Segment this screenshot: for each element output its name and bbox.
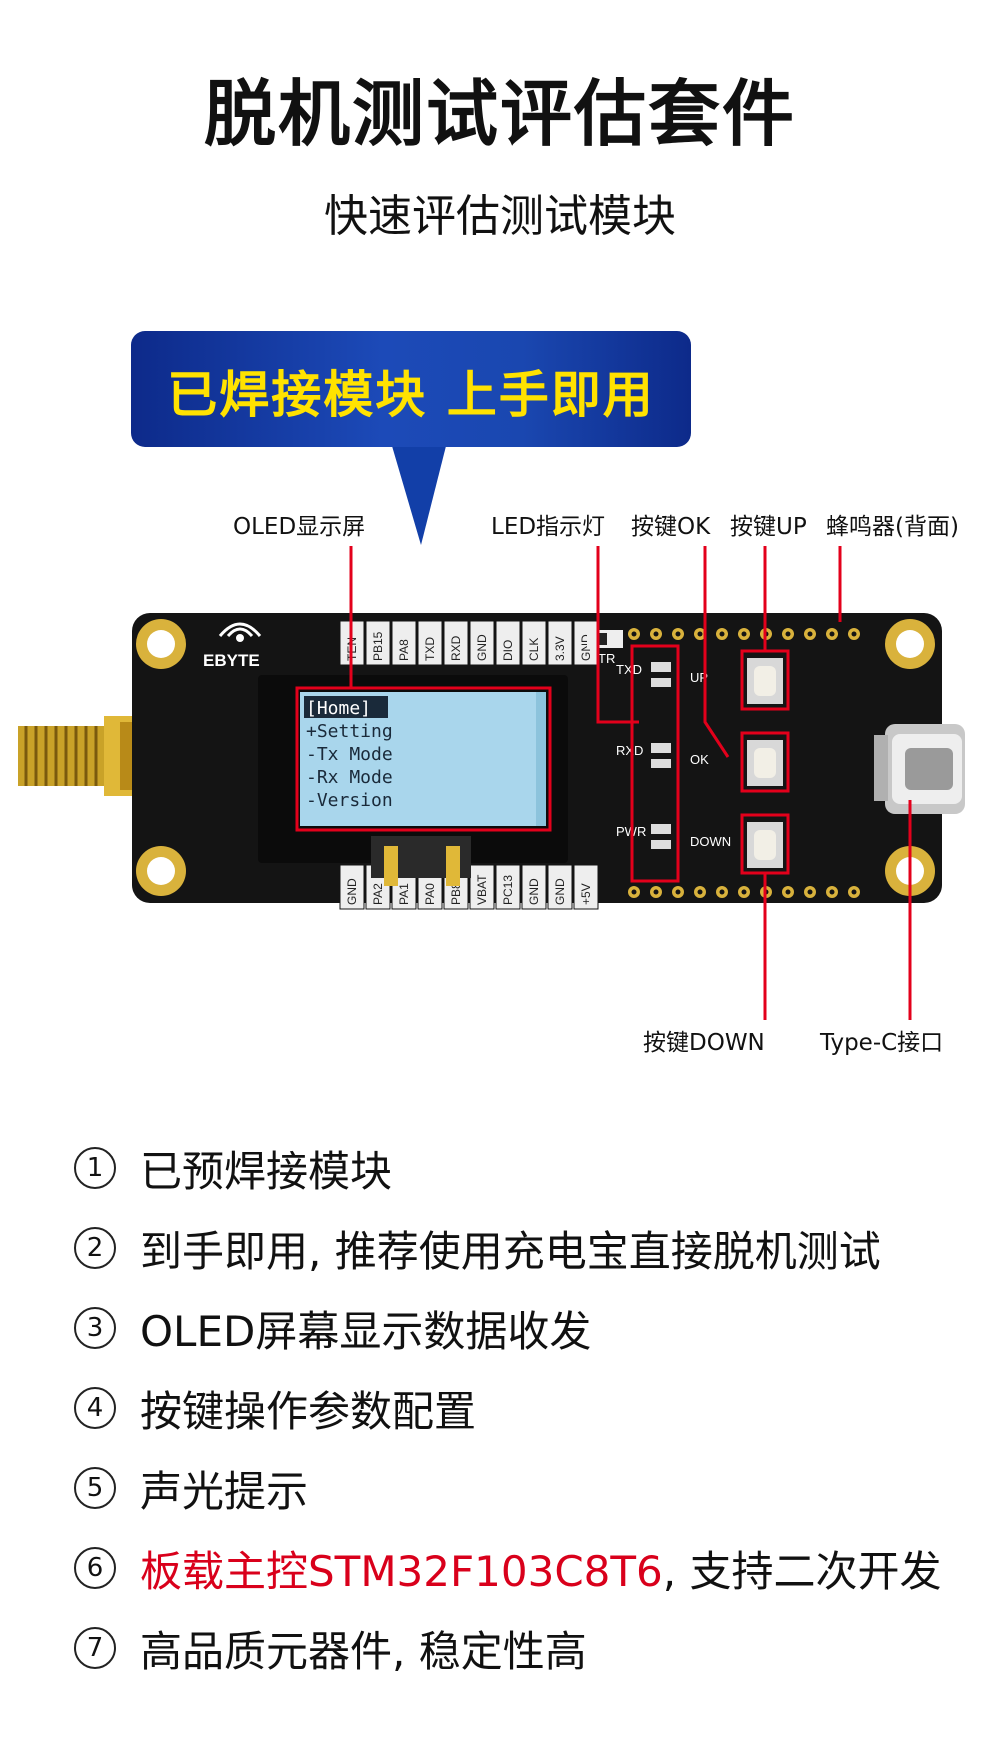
header-pin bbox=[339, 864, 365, 910]
key-ok-callout-label: 按键OK bbox=[631, 514, 711, 540]
ebyte-logo: EBYTE bbox=[203, 622, 262, 670]
pin-label: GND bbox=[553, 878, 567, 905]
oled-menu-line: -Tx Mode bbox=[306, 744, 393, 765]
callout-lines bbox=[295, 546, 912, 1020]
led-component bbox=[651, 662, 671, 672]
oled-menu-line: -Version bbox=[306, 790, 393, 811]
oled-callout-label: OLED显示屏 bbox=[233, 514, 366, 540]
feature-number: 2 bbox=[74, 1227, 116, 1269]
feature-highlight: 板载主控STM32F103C8T6 bbox=[140, 1546, 663, 1596]
header-pin bbox=[521, 864, 547, 910]
feature-item: 6 板载主控STM32F103C8T6, 支持二次开发 bbox=[74, 1528, 941, 1608]
feature-text: 已预焊接模块 bbox=[140, 1146, 393, 1196]
feature-item: 7 高品质元器件, 稳定性高 bbox=[74, 1608, 941, 1688]
feature-list: 1 已预焊接模块 2 到手即用, 推荐使用充电宝直接脱机测试 3 OLED屏幕显示数据… bbox=[74, 1128, 941, 1688]
header-pin bbox=[365, 620, 391, 666]
pin-label: GND bbox=[345, 878, 359, 905]
header-pin bbox=[443, 620, 469, 666]
key-down-callout-label: 按键DOWN bbox=[643, 1030, 765, 1056]
gold-pads bbox=[628, 628, 860, 898]
feature-number: 4 bbox=[74, 1387, 116, 1429]
pin-label: PC13 bbox=[501, 875, 515, 905]
header-pin bbox=[469, 864, 495, 910]
oled-menu: [Home]+Setting-Tx Mode-Rx Mode-Version bbox=[304, 696, 393, 811]
led-label: TXD bbox=[616, 662, 642, 677]
brand-label: EBYTE bbox=[203, 651, 260, 670]
buzzer-callout-label: 蜂鸣器(背面) bbox=[826, 514, 959, 540]
header-pin bbox=[573, 864, 599, 910]
pin-label: 3.3V bbox=[553, 636, 567, 661]
typec-callout-label: Type-C接口 bbox=[820, 1030, 944, 1056]
pin-label: PA0 bbox=[423, 883, 437, 905]
pin-label: GND bbox=[527, 878, 541, 905]
feature-number: 1 bbox=[74, 1147, 116, 1189]
pin-label: PA8 bbox=[397, 639, 411, 661]
feature-item: 1 已预焊接模块 bbox=[74, 1128, 941, 1208]
header-pin bbox=[547, 620, 573, 666]
tr-label: TR bbox=[598, 651, 615, 666]
feature-item: 2 到手即用, 推荐使用充电宝直接脱机测试 bbox=[74, 1208, 941, 1288]
mounting-holes bbox=[136, 619, 935, 896]
pin-label: RXD bbox=[449, 635, 463, 661]
page-subtitle: 快速评估测试模块 bbox=[324, 191, 676, 242]
oled-menu-line: +Setting bbox=[306, 721, 393, 742]
feature-text: OLED屏幕显示数据收发 bbox=[140, 1306, 592, 1356]
pin-label: DIO bbox=[501, 640, 515, 661]
feature-item: 5 声光提示 bbox=[74, 1448, 941, 1528]
pin-label: VBAT bbox=[475, 874, 489, 905]
feature-number: 3 bbox=[74, 1307, 116, 1349]
header-pin bbox=[521, 620, 547, 666]
feature-item: 4 按键操作参数配置 bbox=[74, 1368, 941, 1448]
led-callout-label: LED指示灯 bbox=[491, 514, 606, 540]
key-up-callout-label: 按键UP bbox=[730, 514, 807, 540]
header-pin bbox=[547, 864, 573, 910]
oled-menu-line: -Rx Mode bbox=[306, 767, 393, 788]
feature-text: 到手即用, 推荐使用充电宝直接脱机测试 bbox=[140, 1226, 881, 1276]
oled-menu-line: [Home] bbox=[306, 698, 371, 719]
feature-number: 5 bbox=[74, 1467, 116, 1509]
feature-text: 声光提示 bbox=[140, 1466, 309, 1516]
pin-label: PA2 bbox=[371, 883, 385, 905]
banner-pointer bbox=[392, 446, 446, 545]
page-title: 脱机测试评估套件 bbox=[203, 72, 796, 156]
feature-item: 3 OLED屏幕显示数据收发 bbox=[74, 1288, 941, 1368]
pin-label: PA1 bbox=[397, 883, 411, 905]
header-pin bbox=[417, 620, 443, 666]
header-pin bbox=[495, 620, 521, 666]
banner: 已焊接模块 上手即用 bbox=[131, 331, 691, 447]
feature-text: , 支持二次开发 bbox=[662, 1546, 942, 1596]
pin-label: PB15 bbox=[371, 631, 385, 661]
feature-number: 6 bbox=[74, 1547, 116, 1589]
feature-number: 7 bbox=[74, 1627, 116, 1669]
led-label: RXD bbox=[616, 743, 643, 758]
pin-label: TXD bbox=[423, 637, 437, 661]
pin-label: PB8 bbox=[449, 882, 463, 905]
pin-label: CLK bbox=[527, 638, 541, 661]
button-label: DOWN bbox=[690, 834, 731, 849]
feature-text: 高品质元器件, 稳定性高 bbox=[140, 1626, 587, 1676]
feature-text: 按键操作参数配置 bbox=[140, 1386, 477, 1436]
banner-text: 已焊接模块 上手即用 bbox=[167, 366, 655, 424]
led-component bbox=[651, 743, 671, 753]
typec-connector bbox=[874, 724, 965, 814]
header-pin bbox=[391, 620, 417, 666]
button-label: OK bbox=[690, 752, 709, 767]
header-pin bbox=[469, 620, 495, 666]
pin-label: +5V bbox=[579, 883, 593, 905]
pin-label: GND bbox=[475, 634, 489, 661]
header-pin bbox=[495, 864, 521, 910]
led-component bbox=[651, 824, 671, 834]
